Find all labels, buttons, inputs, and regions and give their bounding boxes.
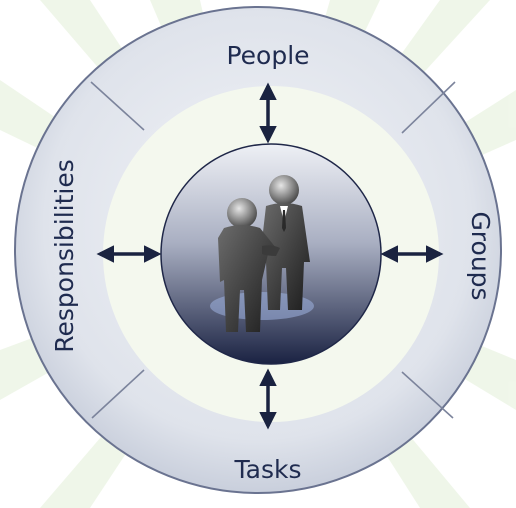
- ring-separators: [90, 81, 456, 419]
- label-people: People: [226, 41, 309, 70]
- label-groups: Groups: [466, 211, 495, 300]
- label-tasks: Tasks: [234, 455, 302, 484]
- connector-arrows: [96, 82, 444, 430]
- business-people-handshake-icon: [210, 175, 314, 332]
- label-responsibilities: Responsibilities: [50, 159, 79, 353]
